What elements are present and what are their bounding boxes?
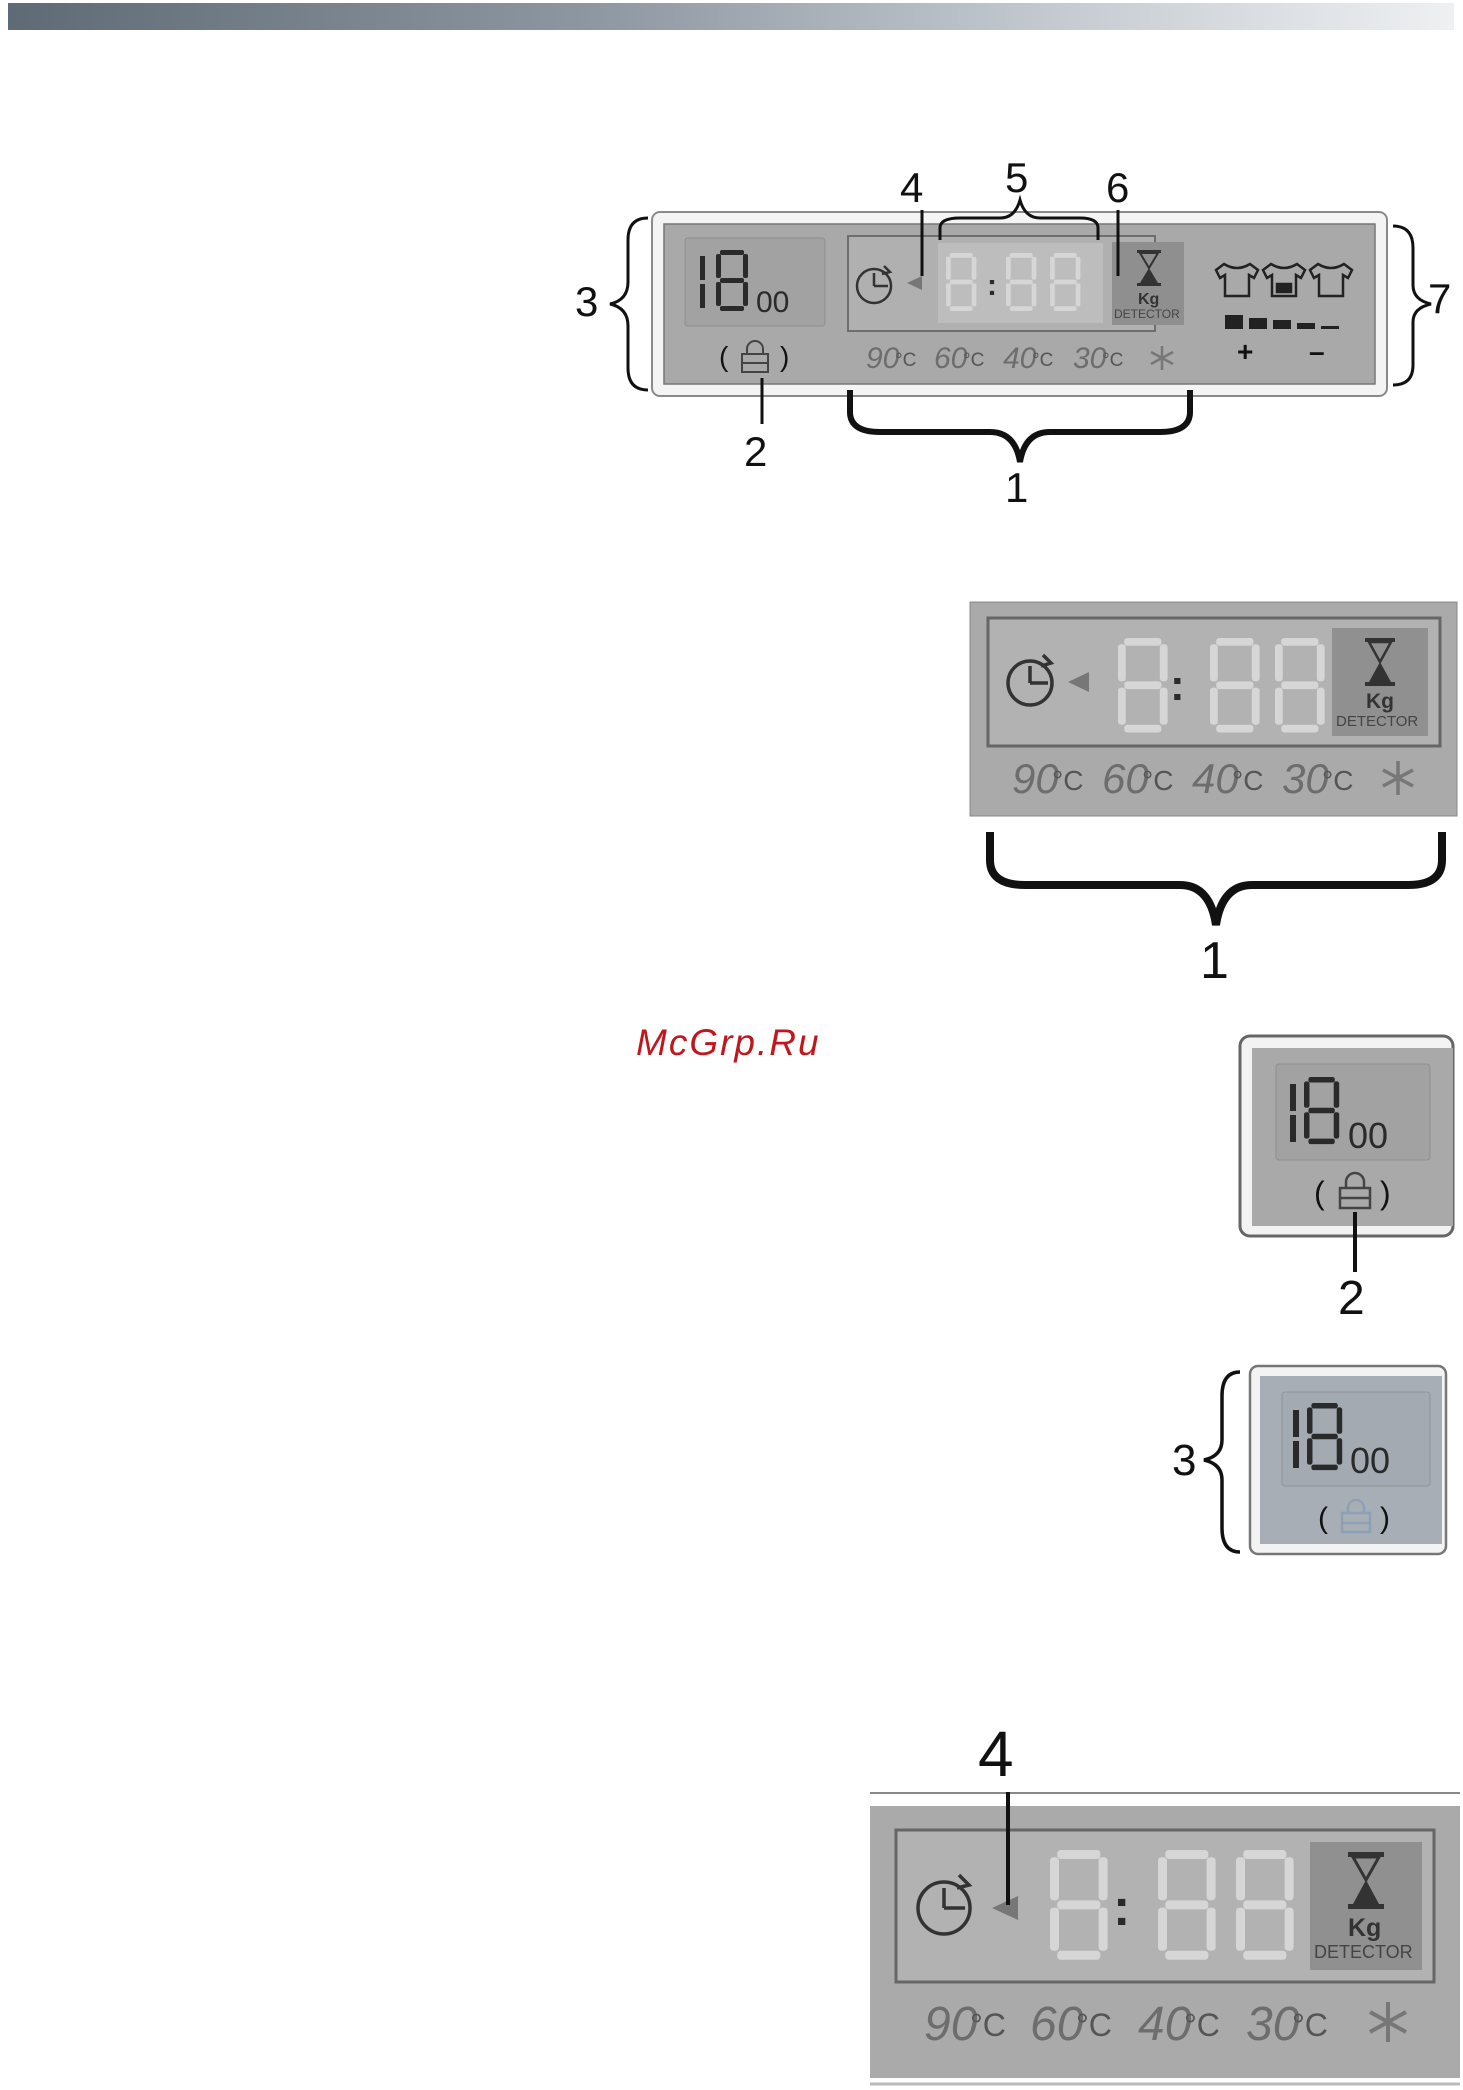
time-colon: : (1113, 1879, 1130, 1937)
spin-display-window (685, 238, 825, 326)
deg-90: °C (895, 350, 916, 371)
bracket-7 (1393, 226, 1431, 385)
deg-90: °C (970, 2007, 1006, 2043)
detail-lock: 00 ( ) 2 (1240, 1036, 1453, 1325)
lock-paren-close: ) (1380, 1175, 1391, 1211)
lock-paren-open: ( (1314, 1175, 1325, 1211)
kg-label: Kg (1366, 690, 1394, 713)
time-colon: : (1170, 661, 1185, 710)
detector-label: DETECTOR (1314, 1942, 1413, 1962)
deg-60: °C (963, 350, 984, 371)
deg-30: °C (1322, 765, 1353, 796)
bracket-3 (610, 218, 648, 390)
callout-4: 4 (978, 1718, 1014, 1790)
spin-small-digits: 00 (756, 286, 789, 319)
bracket-3 (1204, 1372, 1240, 1552)
callout-1: 1 (1005, 464, 1028, 511)
deg-40: °C (1032, 350, 1053, 371)
deg-90: °C (1052, 765, 1083, 796)
deg-40: °C (1184, 2007, 1220, 2043)
deg-60: °C (1142, 765, 1173, 796)
lock-paren-open: ( (1318, 1502, 1328, 1535)
lock-paren-open: ( (719, 341, 729, 372)
callout-5: 5 (1005, 154, 1028, 201)
callout-3: 3 (1172, 1436, 1196, 1485)
lock-paren-close: ) (780, 341, 789, 372)
detail-delay: : Kg DETECTOR 90 °C 60 °C 40 °C 30 °C 4 (870, 1718, 1460, 2084)
minus-label: – (1309, 336, 1325, 367)
callout-6: 6 (1106, 164, 1129, 211)
detector-label: DETECTOR (1336, 713, 1418, 730)
spin-small-digits: 00 (1348, 1115, 1388, 1156)
plus-label: + (1237, 336, 1253, 367)
bracket-1 (850, 390, 1190, 462)
kg-label: Kg (1348, 1914, 1381, 1942)
callout-7: 7 (1428, 275, 1451, 322)
detector-label: DETECTOR (1114, 307, 1180, 321)
bracket-1 (990, 832, 1442, 925)
watermark-text: McGrp.Ru (636, 1022, 821, 1064)
callout-4: 4 (900, 164, 923, 211)
deg-60: °C (1076, 2007, 1112, 2043)
overview-panel: 00 ( ) : Kg DETECTOR 90 °C 60 (575, 154, 1451, 511)
spin-small-digits: 00 (1350, 1440, 1390, 1481)
deg-30: °C (1102, 350, 1123, 371)
kg-label: Kg (1138, 291, 1159, 308)
callout-3: 3 (575, 278, 598, 325)
lock-paren-close: ) (1380, 1502, 1390, 1535)
deg-30: °C (1292, 2007, 1328, 2043)
detail-temperature: : Kg DETECTOR 90 °C 60 °C 40 °C 30 °C 1 (970, 602, 1457, 990)
detail-spin: 00 ( ) 3 (1172, 1366, 1446, 1554)
deg-40: °C (1232, 765, 1263, 796)
callout-1: 1 (1200, 932, 1229, 990)
callout-2: 2 (744, 428, 767, 475)
time-colon: : (987, 269, 997, 302)
callout-2: 2 (1338, 1272, 1365, 1325)
